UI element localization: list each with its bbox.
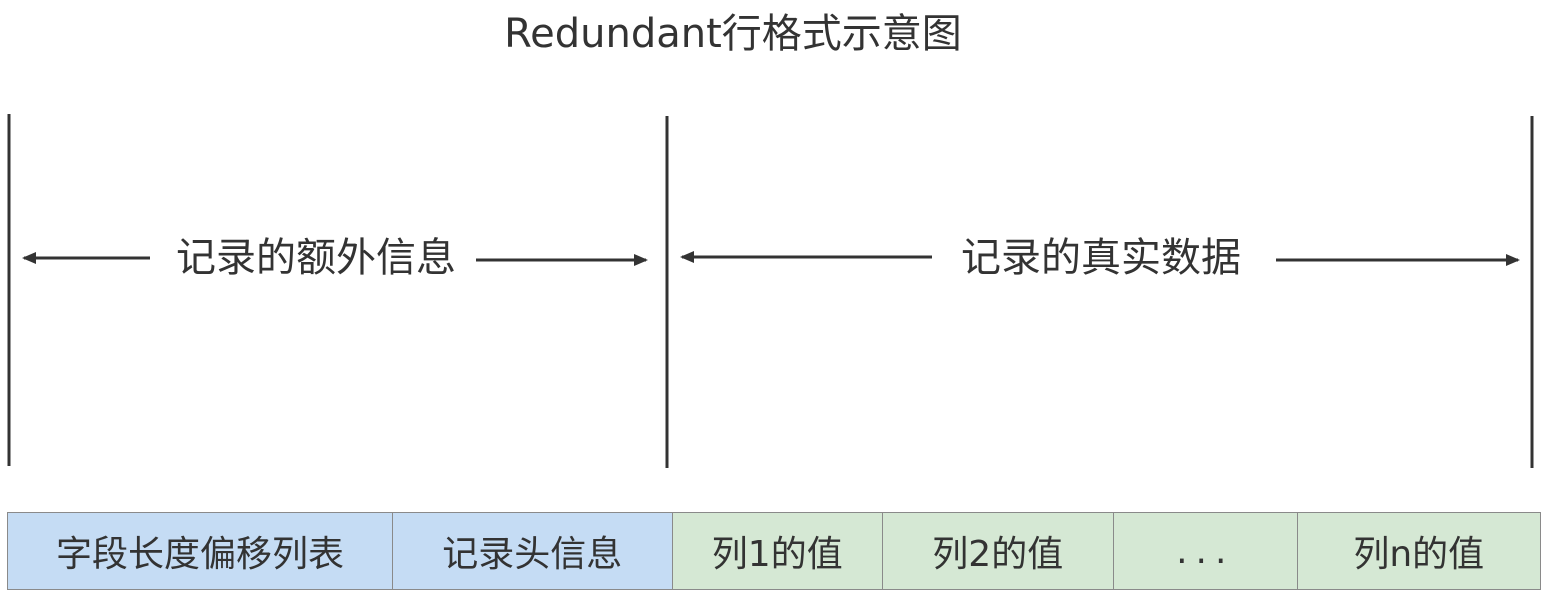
row-format-cells: 字段长度偏移列表 记录头信息 列1的值 列2的值 ... 列n的值 (7, 512, 1541, 590)
cell-column-n-value: 列n的值 (1296, 512, 1541, 590)
cell-column-1-value: 列1的值 (671, 512, 883, 590)
real-data-label: 记录的真实数据 (936, 232, 1266, 284)
cell-field-length-offset-list: 字段长度偏移列表 (7, 512, 393, 590)
cell-column-2-value: 列2的值 (881, 512, 1114, 590)
diagram-title: Redundant行格式示意图 (504, 11, 962, 57)
extra-info-label: 记录的额外信息 (160, 232, 472, 284)
cell-ellipsis: ... (1112, 512, 1298, 590)
cell-record-header: 记录头信息 (391, 512, 673, 590)
